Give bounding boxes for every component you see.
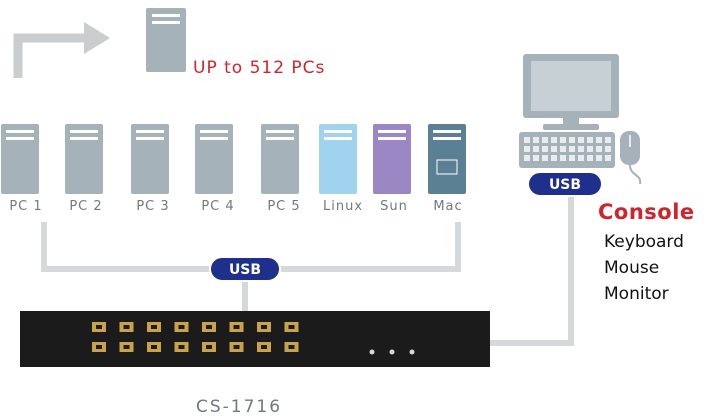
computer-sun-icon xyxy=(373,124,411,194)
computer-label: Linux xyxy=(322,199,364,214)
console-item-monitor: Monitor xyxy=(604,284,669,304)
kvm-switch xyxy=(20,311,490,367)
usb-hub-badge: USB xyxy=(209,256,281,282)
computer-label: PC 1 xyxy=(9,199,43,214)
usb-console-badge: USB xyxy=(527,171,603,197)
switch-ports xyxy=(92,322,299,352)
expansion-pc-icon xyxy=(146,8,186,72)
monitor-icon xyxy=(523,54,619,130)
computer-group xyxy=(1,124,466,194)
expansion-arrow-icon xyxy=(13,22,110,78)
console-item-keyboard: Keyboard xyxy=(604,232,684,252)
switch-led xyxy=(369,349,375,355)
computer-pc-icon xyxy=(195,124,233,194)
usb-hub-badge-text: USB xyxy=(229,262,261,278)
computer-label: PC 4 xyxy=(201,199,235,214)
computer-label: PC 2 xyxy=(69,199,103,214)
computer-label: Mac xyxy=(433,199,463,214)
usb-console-badge-text: USB xyxy=(549,177,581,193)
computer-label: PC 5 xyxy=(267,199,301,214)
computer-label: Sun xyxy=(380,199,408,214)
computer-pc-icon xyxy=(65,124,103,194)
switch-model-label: CS-1716 xyxy=(196,397,283,417)
console-title: Console xyxy=(598,200,695,224)
computer-mac-icon xyxy=(428,124,466,194)
switch-led xyxy=(409,349,415,355)
computer-linux-icon xyxy=(319,124,357,194)
computer-pc-icon xyxy=(131,124,169,194)
console-item-mouse: Mouse xyxy=(604,258,660,278)
computer-pc-icon xyxy=(1,124,39,194)
keyboard-icon xyxy=(519,132,615,168)
switch-led xyxy=(389,349,395,355)
mouse-icon xyxy=(620,131,642,185)
computer-pc-icon xyxy=(261,124,299,194)
capacity-label: UP to 512 PCs xyxy=(193,58,326,78)
computer-label: PC 3 xyxy=(136,199,170,214)
